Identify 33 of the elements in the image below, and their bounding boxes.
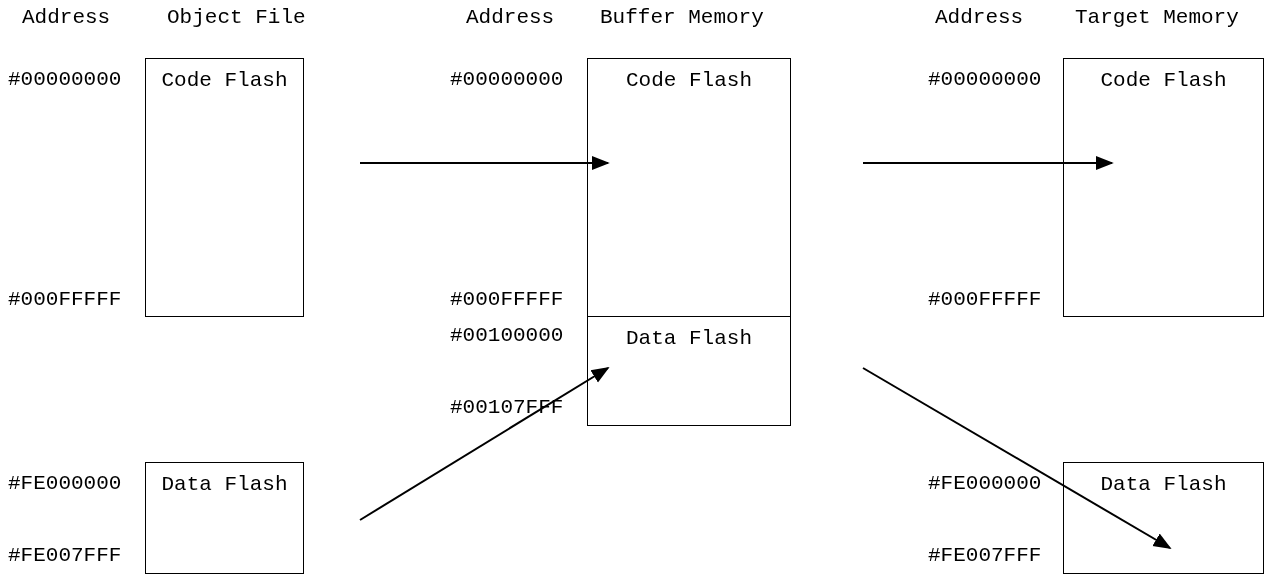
- column-header: Target Memory: [1075, 6, 1239, 30]
- block-label: Code Flash: [1100, 69, 1227, 93]
- memory-block: [587, 316, 791, 426]
- memory-block: [145, 58, 304, 317]
- arrow: [359, 367, 610, 521]
- memory-block: [145, 462, 304, 574]
- address-label: #00000000: [450, 68, 564, 92]
- block-label: Code Flash: [161, 69, 288, 93]
- arrow: [862, 367, 1172, 549]
- block-label: Code Flash: [626, 69, 752, 93]
- address-label: #FE007FFF: [928, 544, 1042, 568]
- address-label: #000FFFFF: [8, 288, 122, 312]
- address-label: #FE000000: [928, 472, 1042, 496]
- address-label: #000FFFFF: [928, 288, 1042, 312]
- address-label: #FE007FFF: [8, 544, 122, 568]
- address-label: #00000000: [928, 68, 1042, 92]
- column-header: Address: [22, 6, 111, 30]
- block-label: Data Flash: [161, 473, 288, 497]
- column-header: Buffer Memory: [600, 6, 764, 30]
- column-header: Object File: [167, 6, 306, 30]
- block-label: Data Flash: [626, 327, 752, 351]
- address-label: #FE000000: [8, 472, 122, 496]
- arrow: [359, 155, 610, 171]
- memory-block: [1063, 58, 1264, 317]
- address-label: #000FFFFF: [450, 288, 564, 312]
- address-label: #00100000: [450, 324, 564, 348]
- memory-block: [1063, 462, 1264, 574]
- memory-block: [587, 58, 791, 317]
- column-header: Address: [935, 6, 1024, 30]
- arrow: [862, 155, 1114, 171]
- block-label: Data Flash: [1100, 473, 1227, 497]
- address-label: #00000000: [8, 68, 122, 92]
- column-header: Address: [466, 6, 555, 30]
